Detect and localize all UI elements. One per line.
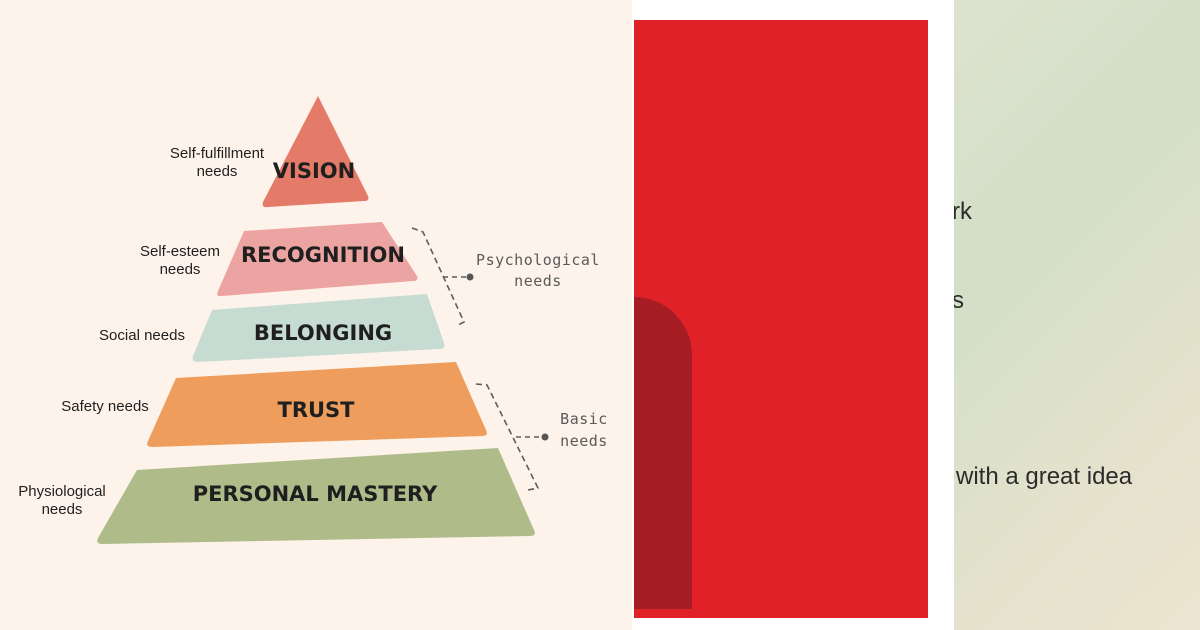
group-label-psychological-line2: needs <box>514 272 562 290</box>
side-label-recognition-line2: needs <box>160 261 201 278</box>
tier-label-trust: TRUST <box>278 398 356 422</box>
tier-shape-personal-mastery <box>97 448 535 544</box>
side-label-belonging: Social needs <box>99 327 185 344</box>
connector-dot-psychological <box>466 273 474 281</box>
tier-shape-belonging <box>192 294 445 362</box>
bracket-basic <box>475 383 540 491</box>
tier-label-vision: VISION <box>273 159 355 183</box>
tier-shape-recognition <box>217 222 418 297</box>
side-label-vision-line2: needs <box>197 163 238 180</box>
side-label-trust: Safety needs <box>61 398 149 415</box>
tier-label-belonging: BELONGING <box>254 321 392 345</box>
side-label-vision-line1: Self-fulfillment <box>170 145 265 162</box>
dark-red-shape <box>634 297 692 609</box>
side-label-recognition-line1: Self-esteem <box>140 243 220 260</box>
group-label-basic-line1: Basic <box>560 410 608 428</box>
middle-panel <box>632 0 954 630</box>
right-panel: rk s with a great idea <box>954 0 1200 630</box>
text-fragment-2: s <box>954 287 964 314</box>
tier-shape-vision <box>262 96 369 208</box>
text-fragment-3: with a great idea <box>956 463 1133 490</box>
text-fragment-1: rk <box>954 198 972 225</box>
side-label-personal-mastery-line2: needs <box>42 501 83 518</box>
side-label-personal-mastery-line1: Physiological <box>18 483 106 500</box>
group-label-psychological-line1: Psychological <box>476 251 600 269</box>
pyramid-panel: VISION RECOGNITION BELONGING TRUST PERSO… <box>0 0 632 630</box>
pyramid-diagram: VISION RECOGNITION BELONGING TRUST PERSO… <box>18 96 608 544</box>
connector-dot-basic <box>541 433 549 441</box>
tier-shape-trust <box>147 362 487 447</box>
red-card <box>634 20 928 618</box>
tier-label-recognition: RECOGNITION <box>241 243 405 267</box>
group-label-basic-line2: needs <box>560 432 608 450</box>
tier-label-personal-mastery: PERSONAL MASTERY <box>193 482 438 506</box>
